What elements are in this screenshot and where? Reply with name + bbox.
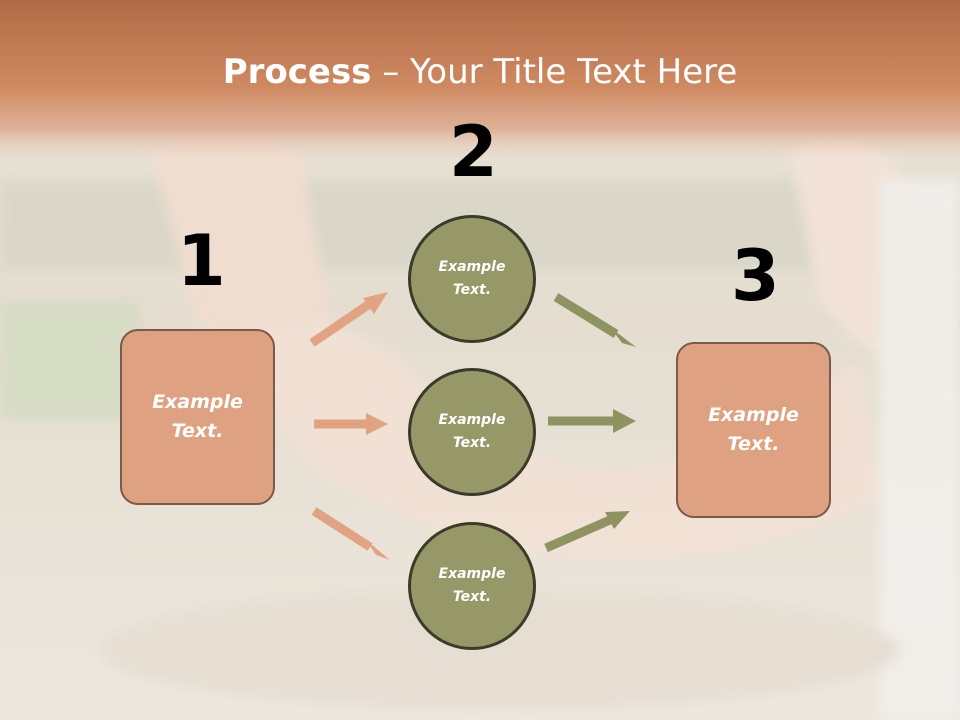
step-number-2: 2 xyxy=(449,111,498,193)
arrow-left-to-bottom xyxy=(311,507,390,560)
arrow-top-to-right xyxy=(553,293,636,347)
middle-circle-center: Example Text. xyxy=(408,368,536,496)
step-number-1: 1 xyxy=(177,220,226,302)
arrow-left-to-middle xyxy=(314,413,388,435)
page-title: Process – Your Title Text Here xyxy=(222,52,738,92)
arrow-bottom-to-right xyxy=(544,511,630,553)
arrow-left-to-top xyxy=(309,292,388,347)
middle-circle-top: Example Text. xyxy=(408,215,536,343)
left-step-box: Example Text. xyxy=(120,329,275,505)
step-number-3: 3 xyxy=(731,235,780,317)
middle-circle-bottom: Example Text. xyxy=(408,522,536,650)
right-step-box: Example Text. xyxy=(676,342,831,518)
arrow-middle-to-right xyxy=(548,409,636,433)
